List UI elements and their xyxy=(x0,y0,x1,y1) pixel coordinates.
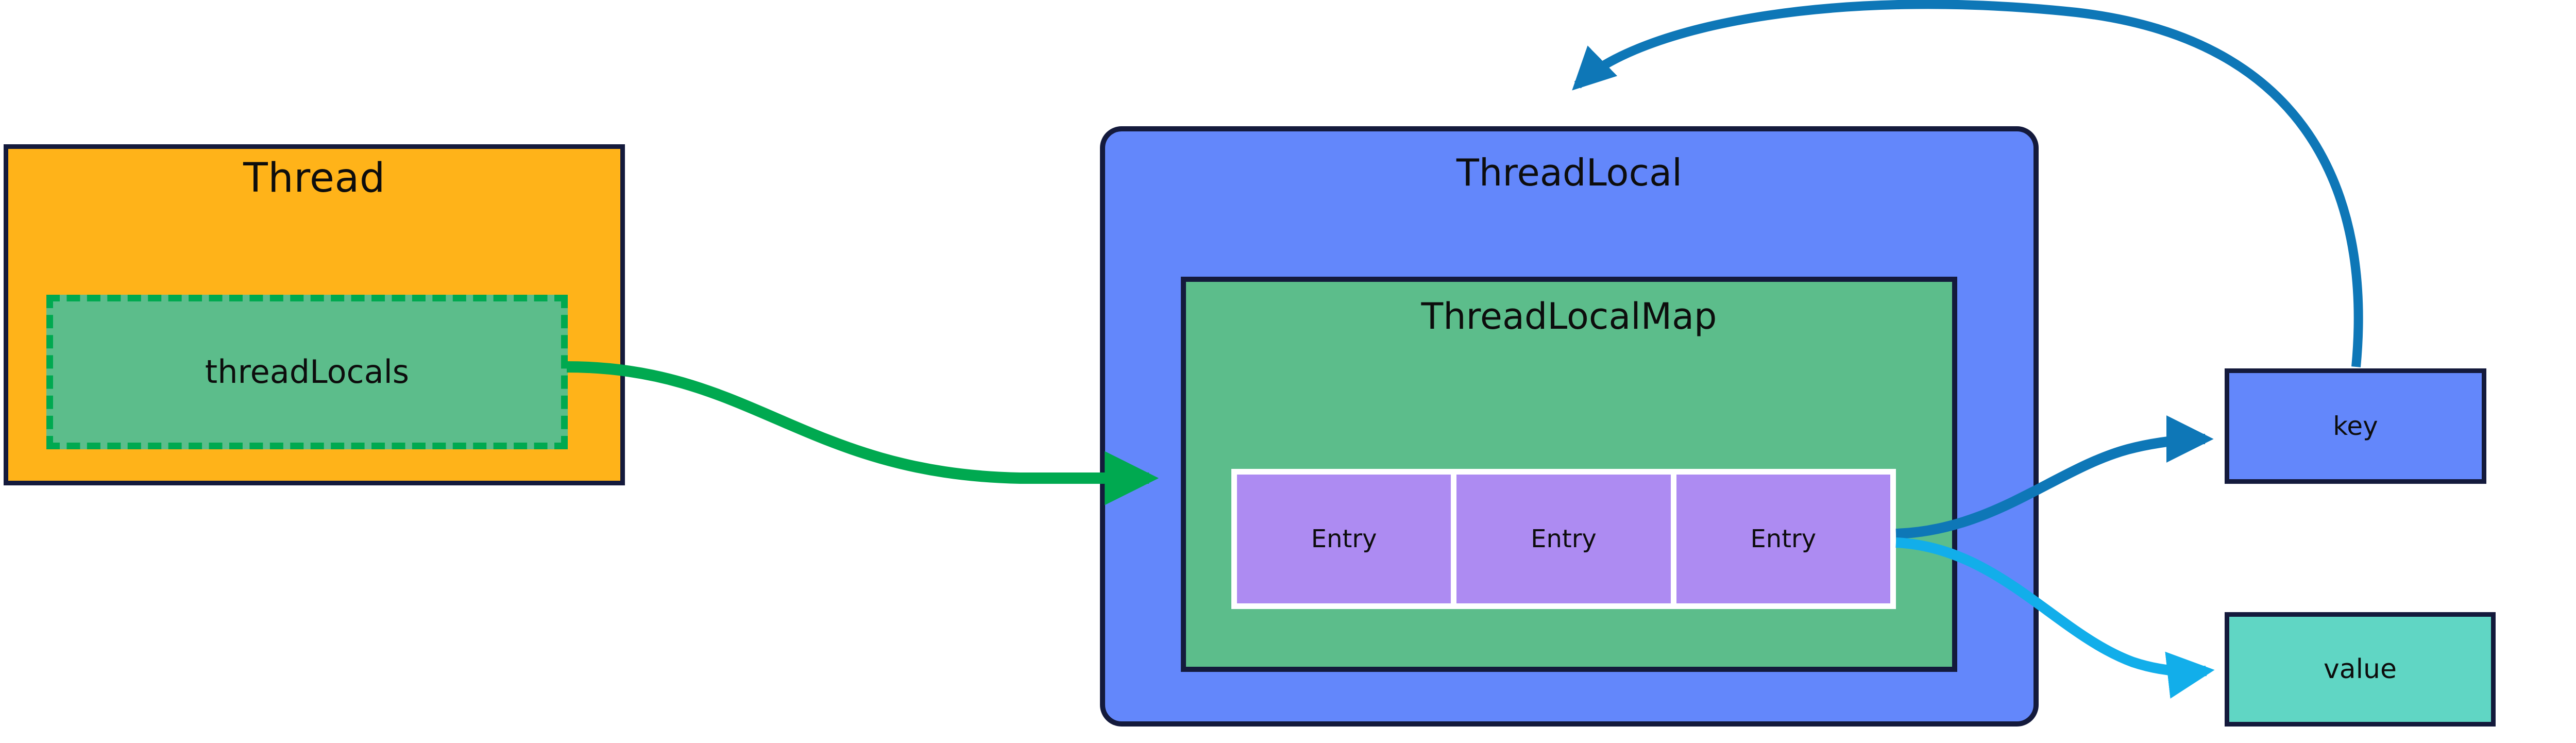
entry-strip: Entry Entry Entry xyxy=(1231,469,1896,609)
value-label: value xyxy=(2323,654,2397,685)
entry-cell: Entry xyxy=(1676,475,1890,603)
value-box: value xyxy=(2225,612,2496,727)
key-box: key xyxy=(2225,368,2486,484)
key-label: key xyxy=(2333,411,2378,441)
thread-label: Thread xyxy=(243,155,385,201)
thread-local-map-label: ThreadLocalMap xyxy=(1421,295,1717,337)
entry-label: Entry xyxy=(1750,525,1817,553)
entry-label: Entry xyxy=(1311,525,1377,553)
thread-locals-box: threadLocals xyxy=(46,295,568,449)
thread-local-label: ThreadLocal xyxy=(1456,151,1683,194)
entry-label: Entry xyxy=(1531,525,1597,553)
entry-cell: Entry xyxy=(1456,475,1671,603)
thread-locals-label: threadLocals xyxy=(205,353,410,391)
entry-cell: Entry xyxy=(1237,475,1451,603)
arrow-threadlocals-to-threadlocalmap xyxy=(566,361,1159,505)
